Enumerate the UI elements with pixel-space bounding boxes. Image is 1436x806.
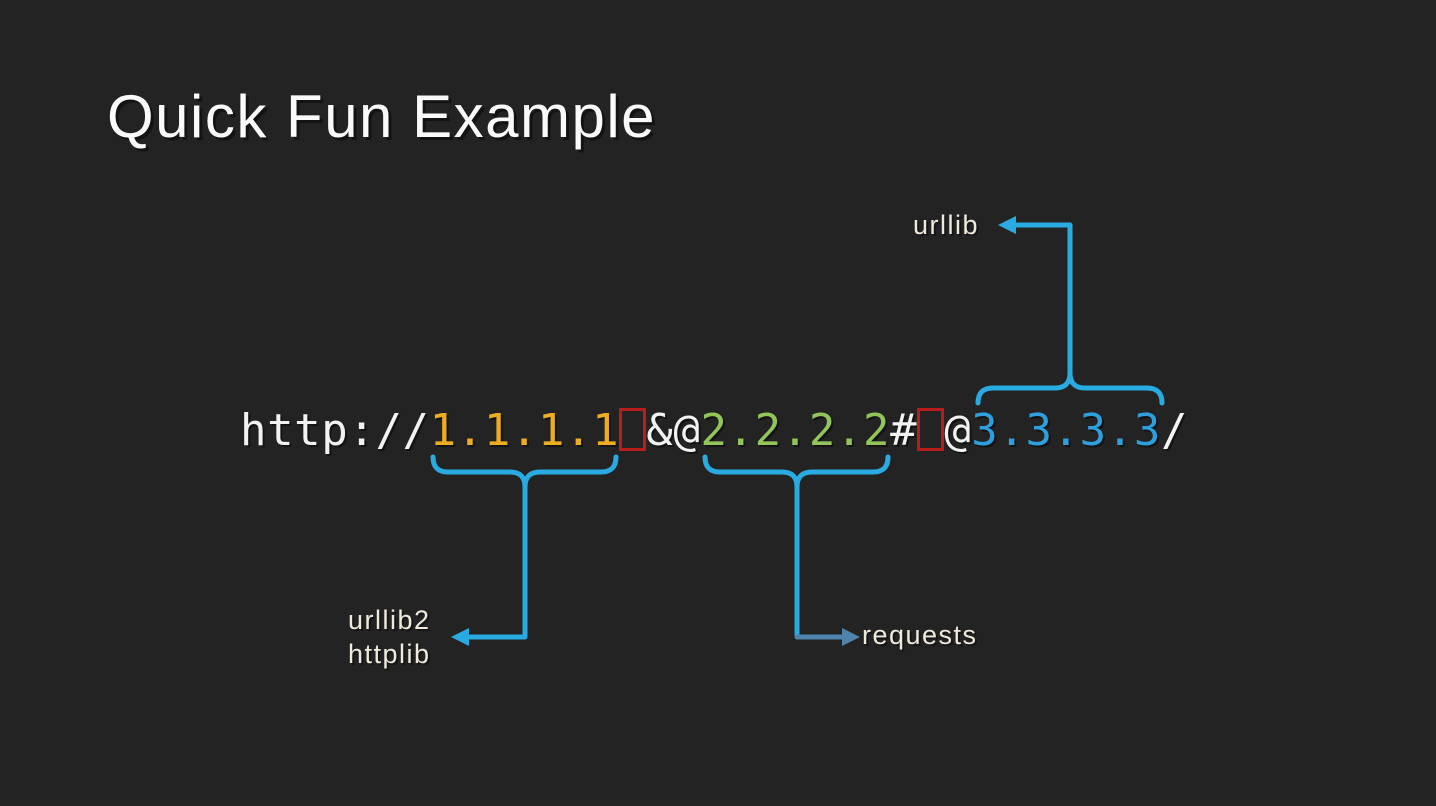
label-requests: requests: [862, 620, 978, 650]
arrowhead-urllib: [998, 216, 1016, 234]
url-host1: 1.1.1.1: [429, 405, 620, 456]
url-line: http://1.1.1.1 &@2.2.2.2# @3.3.3.3/: [240, 407, 1188, 455]
missing-glyph-box-1: [619, 408, 647, 451]
url-host3: 3.3.3.3: [971, 405, 1161, 456]
arrowhead-urllib2: [451, 628, 469, 646]
missing-glyph-box-2: [917, 408, 945, 451]
label-urllib2: urllib2: [348, 605, 431, 635]
underbrace-host1: [430, 454, 619, 490]
arrowhead-requests: [842, 628, 860, 646]
url-host2: 2.2.2.2: [700, 405, 891, 456]
label-urllib: urllib: [913, 210, 980, 240]
label-httplib: httplib: [348, 639, 431, 669]
url-at: @: [944, 405, 972, 456]
url-amp-at: &@: [646, 405, 701, 456]
connector-host3-urllib: [1009, 222, 1073, 376]
url-scheme: http://: [240, 405, 430, 456]
label-urllib2-httplib: urllib2 httplib: [348, 603, 431, 671]
url-slash: /: [1160, 405, 1189, 456]
underbrace-host2: [702, 454, 891, 490]
connector-host1-urllib2: [462, 484, 528, 640]
url-hash: #: [890, 405, 918, 456]
overbrace-host3: [975, 370, 1165, 406]
slide-title: Quick Fun Example: [107, 83, 657, 150]
